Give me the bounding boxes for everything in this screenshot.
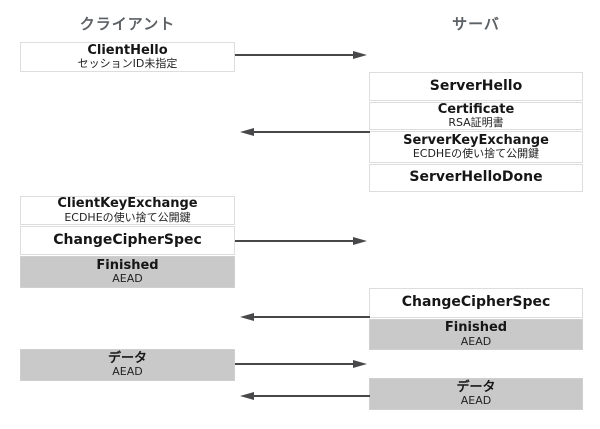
message-title: Finished <box>444 320 508 336</box>
arrowhead-right-icon <box>353 51 367 59</box>
message-subtitle: AEAD <box>460 394 492 408</box>
arrow-shaft <box>254 131 370 133</box>
arrowhead-left-icon <box>240 128 254 136</box>
arrow-client-data-to-server <box>235 359 367 369</box>
message-title: データ <box>456 379 496 395</box>
message-title: ServerHelloDone <box>409 169 543 186</box>
arrowhead-right-icon <box>353 360 367 368</box>
message-box-client-hello: ClientHello セッションID未指定 <box>20 42 235 72</box>
message-title: ChangeCipherSpec <box>53 231 202 248</box>
message-subtitle: AEAD <box>112 365 143 379</box>
message-subtitle: セッションID未指定 <box>77 57 178 71</box>
message-box-client-finished: Finished AEAD <box>20 256 235 288</box>
message-title: ClientHello <box>87 42 168 58</box>
message-box-client-key-exchange: ClientKeyExchange ECDHEの使い捨て公開鍵 <box>20 196 235 225</box>
message-title: ServerKeyExchange <box>403 132 549 148</box>
message-title: Finished <box>96 257 159 273</box>
arrow-client-hello-to-server <box>235 50 367 60</box>
arrow-server-data-to-client <box>240 391 370 401</box>
message-box-server-key-exchange: ServerKeyExchange ECDHEの使い捨て公開鍵 <box>369 131 583 163</box>
arrow-shaft <box>254 316 370 318</box>
message-title: Certificate <box>437 101 515 117</box>
message-box-client-data: データ AEAD <box>20 349 235 381</box>
message-box-server-finished: Finished AEAD <box>369 319 583 350</box>
arrow-client-finish-flight-to-server <box>235 236 367 246</box>
message-title: データ <box>107 350 147 366</box>
message-box-server-data: データ AEAD <box>369 378 583 410</box>
message-box-server-hello: ServerHello <box>369 72 583 101</box>
message-box-server-change-cipher-spec: ChangeCipherSpec <box>369 288 583 318</box>
message-box-client-change-cipher-spec: ChangeCipherSpec <box>20 226 235 255</box>
message-subtitle: RSA証明書 <box>448 116 504 130</box>
message-subtitle: AEAD <box>112 272 143 286</box>
client-column-header: クライアント <box>79 15 176 33</box>
arrow-shaft <box>235 363 353 365</box>
message-box-server-hello-done: ServerHelloDone <box>369 164 583 192</box>
arrow-shaft <box>235 54 353 56</box>
server-column-header: サーバ <box>452 15 500 33</box>
message-title: ServerHello <box>429 77 523 94</box>
arrow-server-finish-flight-to-client <box>240 312 370 322</box>
message-subtitle: AEAD <box>460 334 492 348</box>
arrowhead-left-icon <box>240 313 254 321</box>
message-subtitle: ECDHEの使い捨て公開鍵 <box>412 147 540 161</box>
arrow-shaft <box>235 240 353 242</box>
message-title: ChangeCipherSpec <box>401 294 551 311</box>
arrowhead-left-icon <box>240 392 254 400</box>
message-title: ClientKeyExchange <box>57 196 198 212</box>
message-box-certificate: Certificate RSA証明書 <box>369 102 583 130</box>
message-subtitle: ECDHEの使い捨て公開鍵 <box>64 210 191 224</box>
arrowhead-right-icon <box>353 237 367 245</box>
arrow-server-flight-to-client <box>240 127 370 137</box>
arrow-shaft <box>254 395 370 397</box>
